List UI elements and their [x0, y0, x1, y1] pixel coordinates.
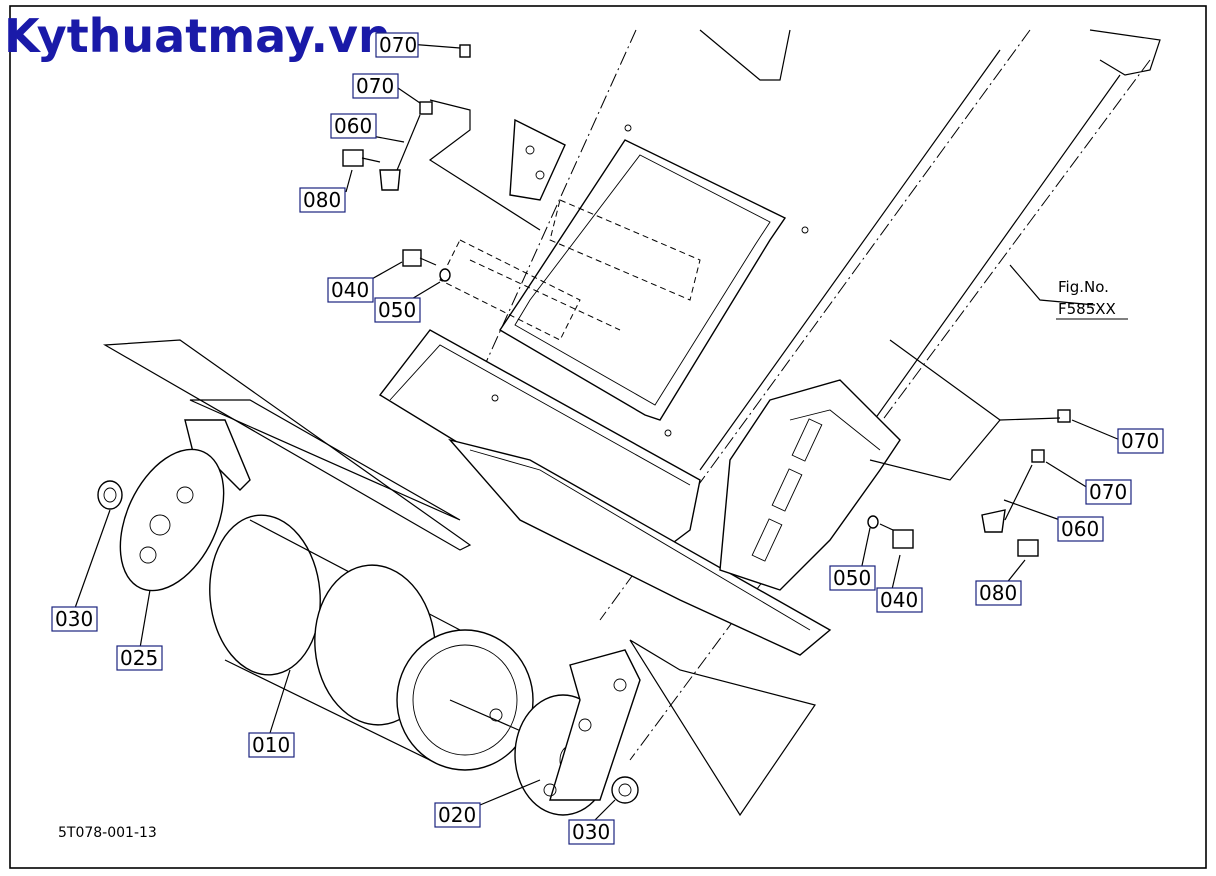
callout-050-a-text: 050 [378, 298, 416, 322]
callout-070-b[interactable]: 070 [1117, 428, 1164, 454]
callout-025[interactable]: 025 [116, 645, 163, 671]
callout-020[interactable]: 020 [434, 802, 481, 828]
callout-080-a[interactable]: 080 [299, 187, 346, 213]
end-plate-020 [514, 639, 816, 817]
bearing-030-right [611, 776, 639, 804]
callout-080-a-text: 080 [303, 188, 341, 212]
callout-060-b-text: 060 [1061, 517, 1099, 541]
chute-assembly [378, 29, 1161, 761]
fastener-group-left [342, 41, 541, 301]
figure-label: Fig.No. [1058, 278, 1109, 296]
drawing-frame [9, 5, 1207, 869]
end-plate-025 [102, 339, 472, 592]
callout-050-b-text: 050 [833, 566, 871, 590]
drum-010 [209, 514, 534, 771]
callout-010[interactable]: 010 [248, 732, 295, 758]
callout-070-a[interactable]: 070 [352, 73, 399, 99]
bearing-030-left [97, 480, 123, 510]
callout-010-text: 010 [252, 733, 290, 757]
callout-030-b[interactable]: 030 [568, 819, 615, 845]
callout-080-b-text: 080 [979, 581, 1017, 605]
figure-number: F585XX [1058, 300, 1116, 318]
callout-030-a[interactable]: 030 [51, 606, 98, 632]
callout-070-c-text: 070 [1089, 480, 1127, 504]
callout-050-a[interactable]: 050 [374, 297, 421, 323]
callout-060-b[interactable]: 060 [1057, 516, 1104, 542]
callout-030-a-text: 030 [55, 607, 93, 631]
fastener-group-right [859, 264, 1121, 599]
callout-040-a[interactable]: 040 [327, 277, 374, 303]
callout-070-b-text: 070 [1121, 429, 1159, 453]
callout-040-b-text: 040 [880, 588, 918, 612]
callout-040-b[interactable]: 040 [876, 587, 923, 613]
drawing-code: 5T078-001-13 [58, 825, 157, 841]
callout-070-top[interactable]: 070 [375, 32, 419, 58]
leaders-bottom [74, 509, 616, 821]
callout-070-top-text: 070 [379, 33, 417, 57]
callout-070-a-text: 070 [356, 74, 394, 98]
watermark: Kythuatmay.vn [4, 9, 391, 63]
callout-025-text: 025 [120, 646, 158, 670]
callout-040-a-text: 040 [331, 278, 369, 302]
callout-070-c[interactable]: 070 [1085, 479, 1132, 505]
callout-060-a[interactable]: 060 [330, 113, 377, 139]
callout-050-b[interactable]: 050 [829, 565, 876, 591]
callout-030-b-text: 030 [572, 820, 610, 844]
callout-060-a-text: 060 [334, 114, 372, 138]
callout-080-b[interactable]: 080 [975, 580, 1022, 606]
callout-020-text: 020 [438, 803, 476, 827]
